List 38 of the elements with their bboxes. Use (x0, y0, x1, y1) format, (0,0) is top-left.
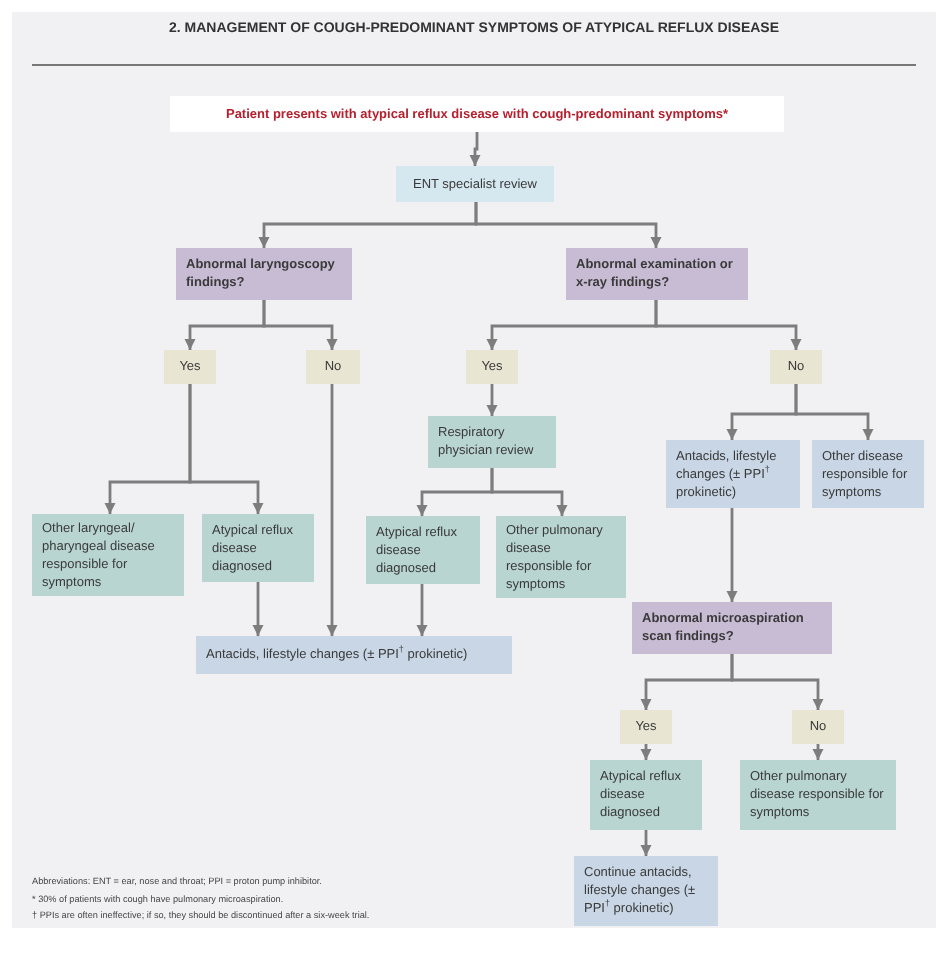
branch-tag (770, 350, 822, 384)
arrow (726, 508, 738, 602)
arrow (252, 582, 264, 636)
arrow (326, 384, 338, 636)
outcome-box (32, 514, 184, 596)
start-box (170, 96, 784, 132)
outcome-box (366, 516, 480, 584)
arrow (640, 744, 652, 760)
decision-box (566, 248, 748, 300)
outcome-box (202, 514, 314, 582)
decision-box (176, 248, 352, 300)
arrow (469, 132, 481, 166)
arrow (654, 300, 802, 350)
outcome-box (590, 760, 702, 830)
arrow (416, 584, 428, 636)
treatment-box (574, 856, 718, 926)
treatment-box (666, 440, 800, 508)
arrow (262, 300, 338, 350)
treatment-box (196, 636, 512, 674)
arrow (640, 830, 652, 856)
outcome-box (740, 760, 896, 830)
arrow (794, 384, 874, 440)
branch-tag (792, 710, 844, 744)
outcome-box (496, 516, 626, 598)
arrow (188, 384, 264, 514)
branch-tag (306, 350, 360, 384)
arrow (474, 202, 662, 248)
treatment-box (812, 440, 924, 508)
branch-tag (620, 710, 672, 744)
process-box (396, 166, 554, 202)
branch-tag (466, 350, 518, 384)
outcome-box (428, 416, 556, 468)
arrow (490, 468, 568, 516)
decision-box (632, 602, 832, 654)
branch-tag (164, 350, 216, 384)
arrow (730, 654, 824, 710)
arrow (486, 384, 498, 416)
arrow (812, 744, 824, 760)
